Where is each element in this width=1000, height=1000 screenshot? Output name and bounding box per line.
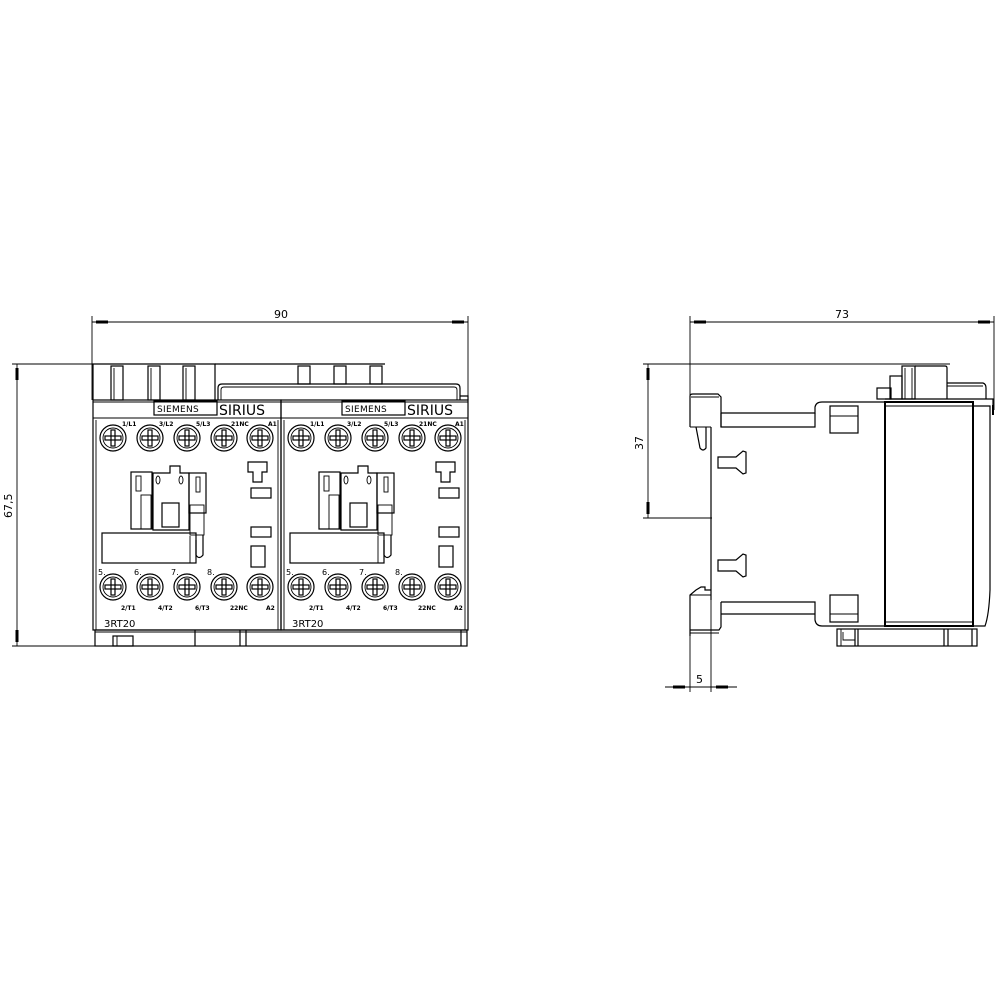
screw-terminal-icon <box>434 424 462 452</box>
top-screw-terminals <box>99 424 462 452</box>
brand-siemens-left: SIEMENS <box>157 405 199 415</box>
svg-text:2/T1: 2/T1 <box>309 605 324 612</box>
svg-text:5/L3: 5/L3 <box>384 421 398 428</box>
screw-terminal-icon <box>136 573 164 601</box>
svg-text:A1: A1 <box>455 421 464 428</box>
svg-text:22NC: 22NC <box>230 605 248 612</box>
top-covers-right <box>215 363 469 400</box>
screw-terminal-icon <box>246 573 274 601</box>
screw-terminal-icon <box>361 424 389 452</box>
brand-label-right: SIEMENS SIRIUS <box>341 400 453 419</box>
brand-label-left: SIEMENS SIRIUS <box>153 400 265 419</box>
top-terminal-labels-left: 1/L1 3/L2 5/L3 21NC A1 <box>122 421 277 428</box>
side-base <box>836 628 978 647</box>
svg-text:3/L2: 3/L2 <box>347 421 361 428</box>
dimension-height: 67,5 <box>2 363 95 647</box>
svg-text:A1: A1 <box>268 421 277 428</box>
series-sirius-left: SIRIUS <box>219 403 265 419</box>
svg-text:6.: 6. <box>322 568 330 577</box>
screw-terminal-icon <box>287 573 315 601</box>
series-sirius-right: SIRIUS <box>407 403 453 419</box>
svg-text:4/T2: 4/T2 <box>158 605 173 612</box>
svg-text:22NC: 22NC <box>418 605 436 612</box>
model-label-right: 3RT20 <box>292 619 323 630</box>
indicator-left <box>247 461 272 568</box>
bottom-numbers-right: 5. 6. 7. 8. <box>286 568 403 577</box>
screw-terminal-icon <box>324 573 352 601</box>
svg-text:4/T2: 4/T2 <box>346 605 361 612</box>
brand-siemens-right: SIEMENS <box>345 405 387 415</box>
base-feet <box>94 629 468 647</box>
screw-terminal-icon <box>287 424 315 452</box>
screw-terminal-icon <box>434 573 462 601</box>
svg-text:8.: 8. <box>395 568 403 577</box>
svg-text:7.: 7. <box>359 568 367 577</box>
svg-text:6/T3: 6/T3 <box>195 605 210 612</box>
dimension-depth-label: 73 <box>835 308 849 321</box>
svg-text:1/L1: 1/L1 <box>310 421 324 428</box>
top-terminal-labels-right: 1/L1 3/L2 5/L3 21NC A1 <box>310 421 464 428</box>
mounting-keyhole-lower <box>717 553 747 578</box>
screw-terminal-icon <box>324 424 352 452</box>
indicator-right <box>435 461 460 568</box>
svg-text:A2: A2 <box>266 605 275 612</box>
screw-terminal-icon <box>173 424 201 452</box>
screw-terminal-icon <box>99 424 127 452</box>
dimension-rail-height-label: 37 <box>633 436 646 450</box>
screw-terminal-icon <box>136 424 164 452</box>
screw-terminal-icon <box>173 573 201 601</box>
screw-terminal-icon <box>210 424 238 452</box>
svg-text:6.: 6. <box>134 568 142 577</box>
dimension-rail-offset-label: 5 <box>696 673 703 686</box>
svg-text:6/T3: 6/T3 <box>383 605 398 612</box>
side-top-cover <box>876 365 987 400</box>
actuator-left <box>101 465 207 564</box>
svg-text:5/L3: 5/L3 <box>196 421 210 428</box>
svg-text:5.: 5. <box>286 568 294 577</box>
bottom-terminal-labels-left: 2/T1 4/T2 6/T3 22NC A2 <box>121 605 275 612</box>
screw-terminal-icon <box>99 573 127 601</box>
dimension-height-label: 67,5 <box>2 494 15 519</box>
svg-text:8.: 8. <box>207 568 215 577</box>
svg-text:5.: 5. <box>98 568 106 577</box>
dimension-rail-offset: 5 <box>665 595 737 692</box>
actuator-right <box>289 465 395 564</box>
dimension-width: 90 <box>91 308 469 400</box>
svg-text:1/L1: 1/L1 <box>122 421 136 428</box>
screw-terminal-icon <box>246 424 274 452</box>
screw-terminal-icon <box>210 573 238 601</box>
svg-text:21NC: 21NC <box>231 421 249 428</box>
svg-text:2/T1: 2/T1 <box>121 605 136 612</box>
rail-clip-upper <box>689 393 722 600</box>
rail-clip-lower <box>689 586 722 636</box>
svg-text:21NC: 21NC <box>419 421 437 428</box>
screw-terminal-icon <box>398 573 426 601</box>
bottom-terminal-labels-right: 2/T1 4/T2 6/T3 22NC A2 <box>309 605 463 612</box>
mounting-keyhole-upper <box>717 450 747 475</box>
dimension-depth: 73 <box>689 308 995 410</box>
screw-terminal-icon <box>361 573 389 601</box>
top-covers-left <box>92 363 216 401</box>
bottom-numbers-left: 5. 6. 7. 8. <box>98 568 215 577</box>
side-view: 73 37 5 <box>633 308 995 692</box>
svg-text:A2: A2 <box>454 605 463 612</box>
upper-arm <box>720 401 885 434</box>
dimension-rail-height: 37 <box>633 363 950 519</box>
lower-arm <box>721 594 885 627</box>
model-label-left: 3RT20 <box>104 619 135 630</box>
side-body <box>884 398 994 627</box>
svg-text:7.: 7. <box>171 568 179 577</box>
svg-text:3/L2: 3/L2 <box>159 421 173 428</box>
screw-terminal-icon <box>398 424 426 452</box>
front-view: 90 67,5 <box>2 308 469 647</box>
bottom-screw-terminals <box>99 573 462 601</box>
dimension-width-label: 90 <box>274 308 288 321</box>
